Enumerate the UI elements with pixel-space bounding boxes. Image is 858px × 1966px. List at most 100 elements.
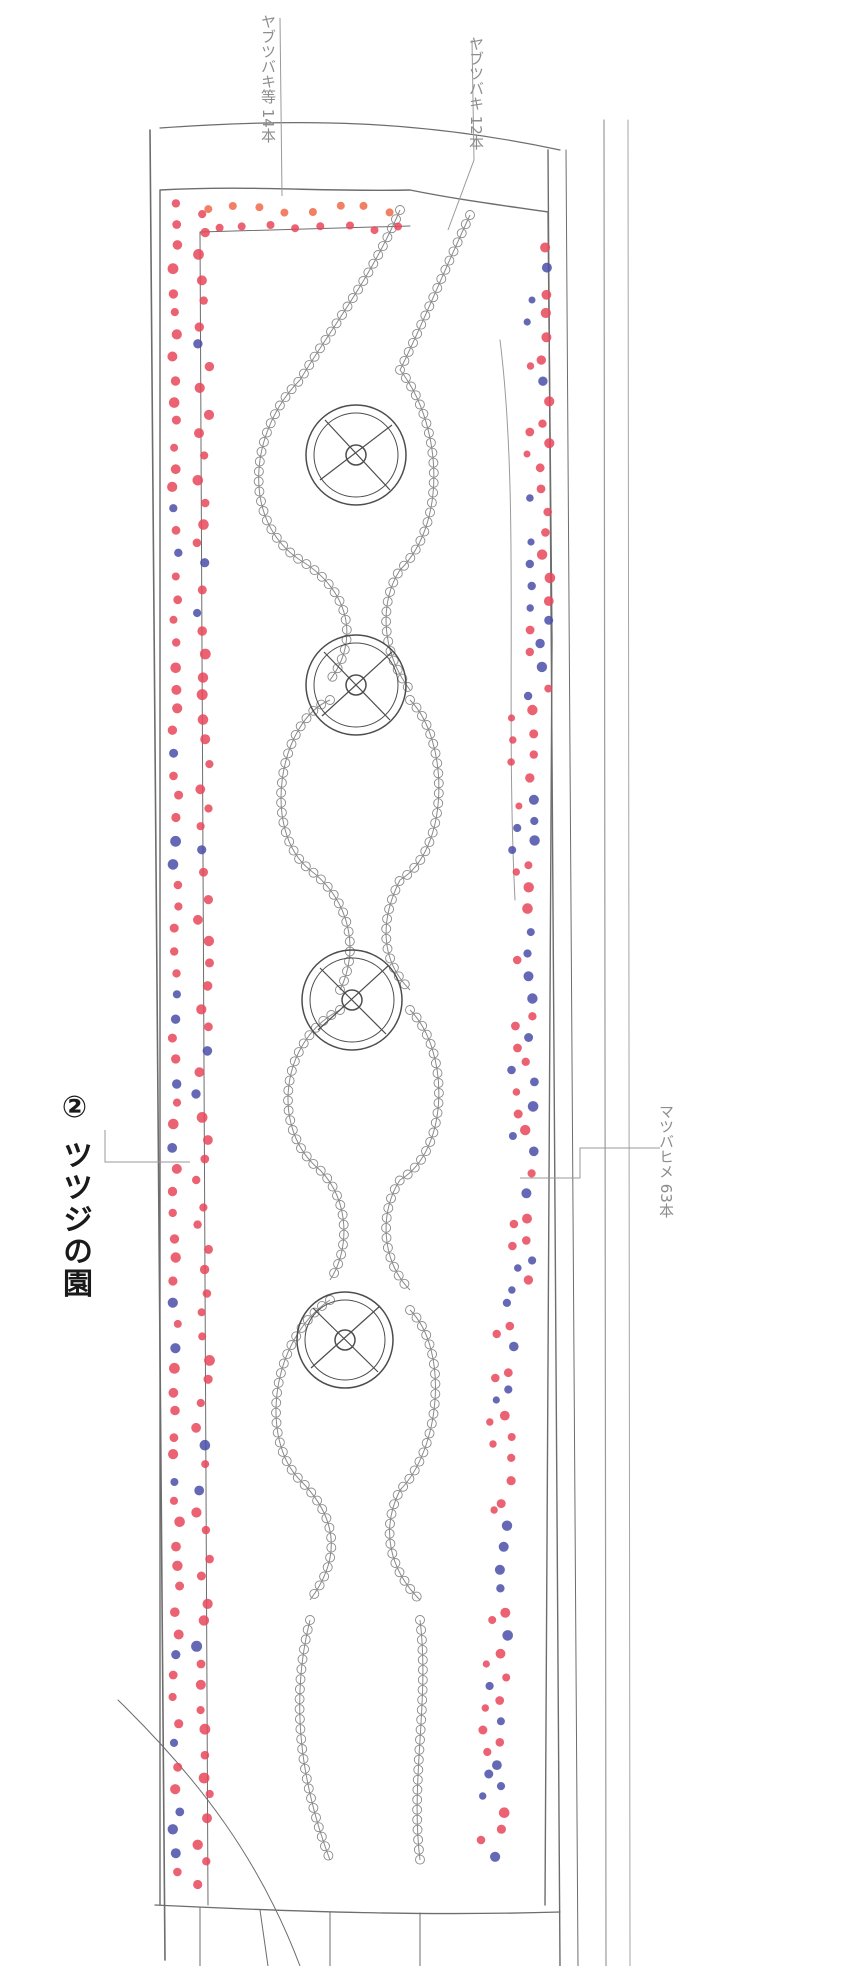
shrub-dot [524, 861, 533, 870]
shrub-dot [174, 790, 184, 800]
shrub-dot [496, 1584, 505, 1593]
hedge-border-circle [298, 1754, 309, 1764]
shrub-dot [509, 1341, 519, 1352]
shrub-dot [535, 638, 545, 649]
shrub-dot [529, 835, 540, 846]
shrub-dot [394, 222, 402, 231]
shrub-dot [198, 210, 207, 219]
hedge-border-circle [308, 867, 319, 878]
shrub-dot [528, 794, 539, 805]
shrub-dot [527, 1169, 536, 1178]
shrub-dot [197, 626, 207, 636]
shrub-dot [507, 1065, 516, 1075]
hedge-border-circle [335, 1200, 346, 1210]
hedge-border-circle [297, 1654, 308, 1665]
shrub-dot [501, 1520, 513, 1531]
shrub-dot [522, 903, 533, 914]
hedge-border-circle [261, 427, 272, 438]
shrub-dot [196, 1571, 206, 1581]
shrub-dot [203, 1135, 213, 1145]
hedge-border-circle [342, 966, 352, 977]
hedge-border-circle [417, 710, 427, 721]
hedge-border-circle [395, 364, 405, 375]
hedge-border-circle [309, 351, 320, 362]
hedge-border-circle [388, 577, 399, 588]
hedge-border-circle [328, 889, 339, 900]
shrub-dot [476, 1835, 486, 1845]
hedge-border-circle [430, 1368, 440, 1379]
hedge-border-circle [320, 334, 331, 345]
shrub-dot [512, 955, 522, 965]
hedge-border-circle [347, 293, 358, 303]
hedge-border-circle [301, 1151, 312, 1162]
hedge-border-circle [290, 729, 301, 740]
hedge-border-circle [278, 540, 289, 551]
hedge-border-circle [388, 655, 399, 666]
shrub-dot [199, 648, 211, 660]
hedge-border-circle [428, 457, 439, 468]
hedge-border-circle [294, 853, 305, 864]
hedge-border-circle [327, 1181, 338, 1192]
shrub-dot [492, 1329, 501, 1339]
hedge-border-circle [300, 1763, 310, 1774]
shrub-dot [496, 1499, 506, 1509]
hedge-border-circle [403, 346, 414, 357]
shrub-dot [191, 1640, 203, 1652]
hedge-border-circle [334, 595, 345, 606]
shrub-dot [175, 1807, 185, 1817]
shrub-dot [535, 463, 545, 473]
shrub-dot [316, 222, 325, 231]
hedge-border-circle [430, 1058, 441, 1069]
hedge-border-circle [294, 1704, 305, 1715]
hedge-border-circle [415, 1734, 425, 1745]
hedge-border-circle [293, 553, 304, 564]
shrub-dot [193, 339, 203, 349]
shrub-dot [255, 203, 264, 212]
hedge-border-circle [280, 392, 291, 403]
shrub-dot [205, 760, 214, 769]
shrub-dot [173, 1867, 182, 1877]
hedge-border-circle [258, 506, 269, 516]
hedge-border-circle [298, 368, 309, 379]
hedge-border-circle [329, 587, 340, 598]
hedge-border-circle [425, 729, 436, 740]
planting-bed-outline [159, 187, 553, 1906]
label-top-left: ヤブツバキ等 14本 [259, 14, 277, 143]
hedge-border-circle [273, 1377, 284, 1388]
hedge-border-circle [274, 400, 285, 411]
hedge-border-circle [432, 283, 443, 293]
hedge-border-circle [421, 418, 432, 429]
hedge-border-circle [309, 565, 320, 576]
hedge-border-circle [404, 1473, 415, 1484]
shrub-dot [526, 362, 535, 370]
hedge-border-circle [272, 1427, 283, 1438]
shrub-dot [167, 263, 179, 275]
hedge-border-circle [400, 373, 411, 383]
hedge-border-circle [428, 1359, 439, 1369]
hedge-border-circle [389, 1261, 399, 1272]
shrub-dots [167, 199, 556, 1890]
hedge-border-circle [430, 748, 441, 759]
hedge-border-circle [411, 702, 422, 713]
hedge-border-circle [428, 477, 439, 488]
hedge-border-circle [291, 1331, 302, 1342]
hedge-border-circle [301, 559, 312, 570]
hedge-border-circle [265, 418, 276, 429]
hedge-border-circle [286, 384, 297, 395]
shrub-dot [544, 396, 555, 407]
shrub-dot [527, 1101, 539, 1112]
shrub-dot [544, 572, 556, 584]
hedge-border-circle [416, 1321, 427, 1331]
shrub-dot [173, 595, 183, 605]
shrub-dot [173, 880, 183, 890]
shrub-dot [196, 1659, 206, 1669]
shrub-dot [204, 205, 213, 214]
shrub-dot [202, 1046, 213, 1056]
shrub-dot [169, 1234, 180, 1244]
hedge-border-circle [389, 1184, 400, 1195]
hedge-border-circle [256, 446, 267, 457]
shrub-dot [336, 201, 345, 210]
hedge-border-circle [280, 758, 291, 768]
shrub-dot [507, 758, 515, 766]
shrub-dot [508, 1132, 517, 1140]
